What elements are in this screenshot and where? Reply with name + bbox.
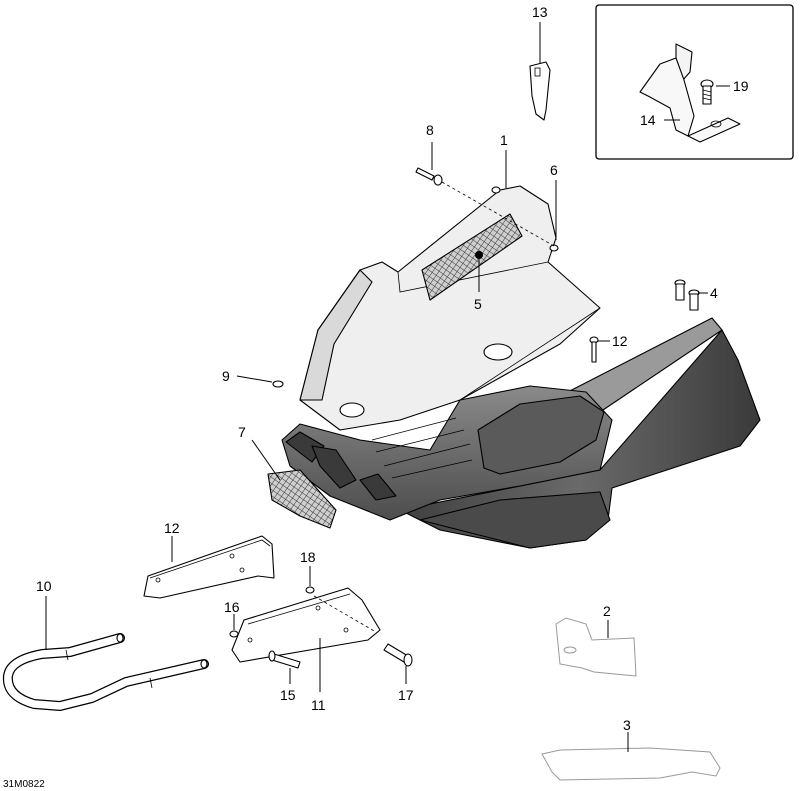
callout-1: 1 <box>500 132 508 148</box>
callout-3: 3 <box>623 717 631 733</box>
bracket-12-lower-drawing <box>143 535 275 599</box>
decal-3-drawing <box>541 747 721 781</box>
callout-17: 17 <box>398 687 414 703</box>
bracket-13-drawing <box>529 61 551 121</box>
callout-15: 15 <box>280 687 296 703</box>
bumper-10-drawing <box>2 633 209 711</box>
callout-10: 10 <box>36 578 52 594</box>
callout-13: 13 <box>532 4 548 20</box>
callout-4: 4 <box>710 285 718 301</box>
callout-8: 8 <box>426 122 434 138</box>
callout-18: 18 <box>300 549 316 565</box>
grille-7-drawing <box>267 469 337 529</box>
callout-16: 16 <box>224 599 240 615</box>
rivet-12-upper-drawing <box>589 336 599 363</box>
belly-pan-assembly-drawing <box>281 185 761 549</box>
callout-14: 14 <box>640 112 656 128</box>
callout-6: 6 <box>550 162 558 178</box>
bracket-14-drawing <box>639 43 741 143</box>
bolt-19-drawing <box>700 79 714 105</box>
callout-2: 2 <box>603 603 611 619</box>
grille-5-drawing <box>421 213 523 301</box>
inset-detail-box: 19 14 <box>595 4 794 160</box>
bracket-11-drawing <box>231 587 381 663</box>
callout-9: 9 <box>222 368 230 384</box>
bolts-4-drawing <box>674 279 700 311</box>
callout-7: 7 <box>238 424 246 440</box>
decal-2-drawing <box>555 617 637 677</box>
rivet-8-drawing <box>415 167 443 186</box>
bolt-17-drawing <box>383 643 413 667</box>
drawing-code: 31M0822 <box>3 779 45 790</box>
callout-19: 19 <box>733 78 749 94</box>
callout-12-upper: 12 <box>612 333 628 349</box>
callout-5: 5 <box>474 296 482 312</box>
callout-12-lower: 12 <box>164 520 180 536</box>
callout-11: 11 <box>311 697 326 713</box>
bolt-15-drawing <box>268 650 301 669</box>
